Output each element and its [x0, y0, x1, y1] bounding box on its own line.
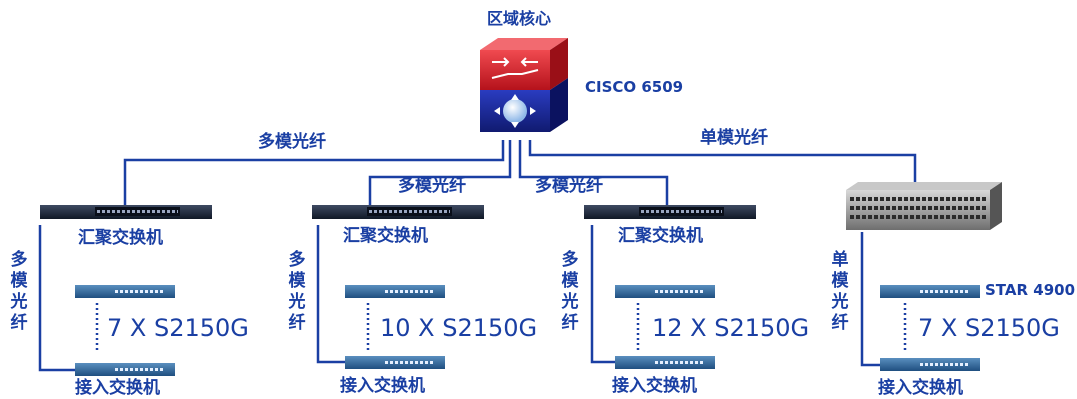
- trunk-group2: [316, 225, 345, 364]
- link-core-to-group1: [123, 140, 505, 205]
- core-model-label: CISCO 6509: [585, 78, 684, 96]
- side-label-3: 多模光纤: [561, 250, 579, 333]
- chassis-switch-icon: [846, 182, 1002, 230]
- trunk-group4: [860, 232, 880, 367]
- model-label-4: STAR 4900: [985, 281, 1075, 299]
- access-switch-icon: [345, 356, 445, 369]
- side-label-2: 多模光纤: [288, 250, 306, 333]
- access-label-3: 接入交换机: [612, 376, 697, 396]
- access-switch-icon: [615, 285, 715, 298]
- access-switch-icon: [345, 285, 445, 298]
- access-switches: [75, 285, 980, 376]
- aggregation-switch-1: [40, 205, 212, 219]
- access-switch-icon: [75, 363, 175, 376]
- router-icon: [480, 38, 568, 132]
- trunk-group1: [38, 225, 75, 372]
- access-label-2: 接入交换机: [340, 376, 425, 396]
- aggregation-label-1: 汇聚交换机: [78, 228, 163, 248]
- count-label-3: 12 X S2150G: [652, 314, 810, 342]
- link-core-to-group2: [368, 140, 512, 205]
- link-label-right: 单模光纤: [700, 128, 768, 148]
- side-label-1: 多模光纤: [10, 250, 28, 333]
- count-label-2: 10 X S2150G: [380, 314, 538, 342]
- aggregation-label-2: 汇聚交换机: [343, 226, 428, 246]
- access-label-4: 接入交换机: [878, 378, 963, 398]
- access-switch-icon: [615, 356, 715, 369]
- access-switch-icon: [880, 358, 980, 371]
- side-label-4: 单模光纤: [831, 250, 849, 333]
- aggregation-label-3: 汇聚交换机: [618, 226, 703, 246]
- count-label-4: 7 X S2150G: [918, 314, 1060, 342]
- access-switch-icon: [75, 285, 175, 298]
- link-label-center-right: 多模光纤: [535, 176, 603, 196]
- aggregation-switch-3: [584, 205, 756, 219]
- link-label-left: 多模光纤: [258, 132, 326, 152]
- link-core-to-group4: [528, 140, 917, 183]
- core-title: 区域核心: [487, 9, 552, 28]
- aggregation-switch-2: [312, 205, 484, 219]
- count-label-1: 7 X S2150G: [107, 314, 249, 342]
- connection-lines: [38, 140, 917, 372]
- trunk-group3: [590, 225, 615, 364]
- access-switch-icon: [880, 285, 980, 298]
- link-label-center-left: 多模光纤: [398, 176, 466, 196]
- access-label-1: 接入交换机: [75, 378, 160, 398]
- link-core-to-group3: [518, 140, 669, 205]
